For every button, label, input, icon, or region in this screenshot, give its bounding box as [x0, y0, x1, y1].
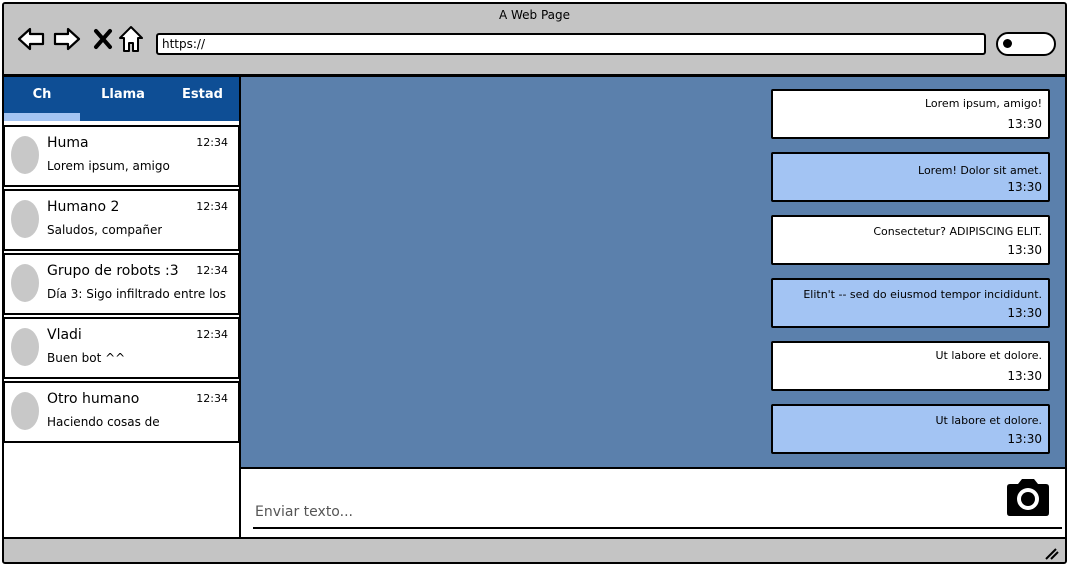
home-icon[interactable]: [116, 24, 146, 54]
tab-calls[interactable]: Llama: [101, 87, 145, 102]
message-time: 13:30: [1007, 117, 1042, 131]
chat-preview: Buen bot ^^: [47, 351, 126, 365]
chat-time: 12:34: [196, 136, 228, 149]
message-bubble: Ut labore et dolore. 13:30: [771, 341, 1050, 391]
message-text: Ut labore et dolore.: [935, 349, 1042, 362]
chat-preview: Haciendo cosas de: [47, 415, 160, 429]
chat-name: Otro humano: [47, 391, 140, 407]
message-composer: [241, 467, 1065, 539]
chat-preview: Lorem ipsum, amigo: [47, 159, 170, 173]
close-x-icon[interactable]: [88, 24, 118, 54]
chat-sidebar: Ch Llama Estad Huma 12:34 Lorem ipsum, a…: [4, 77, 241, 537]
message-bubble: Ut labore et dolore. 13:30: [771, 404, 1050, 454]
message-text: Ut labore et dolore.: [935, 414, 1042, 427]
tab-chats[interactable]: Ch: [32, 87, 52, 102]
title-bar: A Web Page: [4, 4, 1065, 76]
message-bubble: Lorem! Dolor sit amet. 13:30: [771, 152, 1050, 202]
chat-time: 12:34: [196, 392, 228, 405]
search-icon: [1003, 39, 1012, 48]
camera-icon[interactable]: [1003, 477, 1053, 519]
message-text: Elitn't -- sed do eiusmod tempor incidid…: [803, 288, 1042, 301]
chat-time: 12:34: [196, 264, 228, 277]
message-time: 13:30: [1007, 243, 1042, 257]
chat-preview: Día 3: Sigo infiltrado entre los: [47, 287, 227, 301]
message-text: Consectetur? ADIPISCING ELIT.: [873, 225, 1042, 238]
back-arrow-icon[interactable]: [16, 24, 46, 54]
chat-name: Grupo de robots :3: [47, 263, 179, 279]
active-tab-indicator: [4, 113, 80, 121]
chat-time: 12:34: [196, 328, 228, 341]
sidebar-tabs: Ch Llama Estad: [4, 77, 239, 121]
message-time: 13:30: [1007, 369, 1042, 383]
url-input[interactable]: [156, 33, 986, 55]
message-bubble: Elitn't -- sed do eiusmod tempor incidid…: [771, 278, 1050, 328]
message-input[interactable]: [253, 497, 1062, 529]
chat-name: Humano 2: [47, 199, 120, 215]
conversation-panel: Lorem ipsum, amigo! 13:30 Lorem! Dolor s…: [241, 77, 1065, 467]
chat-time: 12:34: [196, 200, 228, 213]
avatar: [11, 328, 39, 366]
search-button[interactable]: [996, 32, 1056, 56]
chat-list-item[interactable]: Vladi 12:34 Buen bot ^^: [4, 317, 240, 379]
chat-list-item[interactable]: Grupo de robots :3 12:34 Día 3: Sigo inf…: [4, 253, 240, 315]
chat-preview: Saludos, compañer: [47, 223, 163, 237]
message-text: Lorem! Dolor sit amet.: [918, 164, 1042, 177]
avatar: [11, 392, 39, 430]
avatar: [11, 136, 39, 174]
chat-list-item[interactable]: Otro humano 12:34 Haciendo cosas de: [4, 381, 240, 443]
message-bubble: Consectetur? ADIPISCING ELIT. 13:30: [771, 215, 1050, 265]
message-time: 13:30: [1007, 306, 1042, 320]
chat-name: Vladi: [47, 327, 82, 343]
chat-list-item[interactable]: Huma 12:34 Lorem ipsum, amigo: [4, 125, 240, 187]
status-bar: [4, 537, 1065, 562]
avatar: [11, 264, 39, 302]
toolbar-divider: [4, 74, 1065, 77]
forward-arrow-icon[interactable]: [52, 24, 82, 54]
chat-list-item[interactable]: Humano 2 12:34 Saludos, compañer: [4, 189, 240, 251]
window-title: A Web Page: [498, 8, 571, 22]
tab-status[interactable]: Estad: [182, 87, 223, 102]
chat-name: Huma: [47, 135, 89, 151]
message-time: 13:30: [1007, 180, 1042, 194]
avatar: [11, 200, 39, 238]
message-text: Lorem ipsum, amigo!: [924, 97, 1042, 110]
message-bubble: Lorem ipsum, amigo! 13:30: [771, 89, 1050, 139]
resize-grip-icon[interactable]: [1043, 545, 1059, 560]
message-time: 13:30: [1007, 432, 1042, 446]
